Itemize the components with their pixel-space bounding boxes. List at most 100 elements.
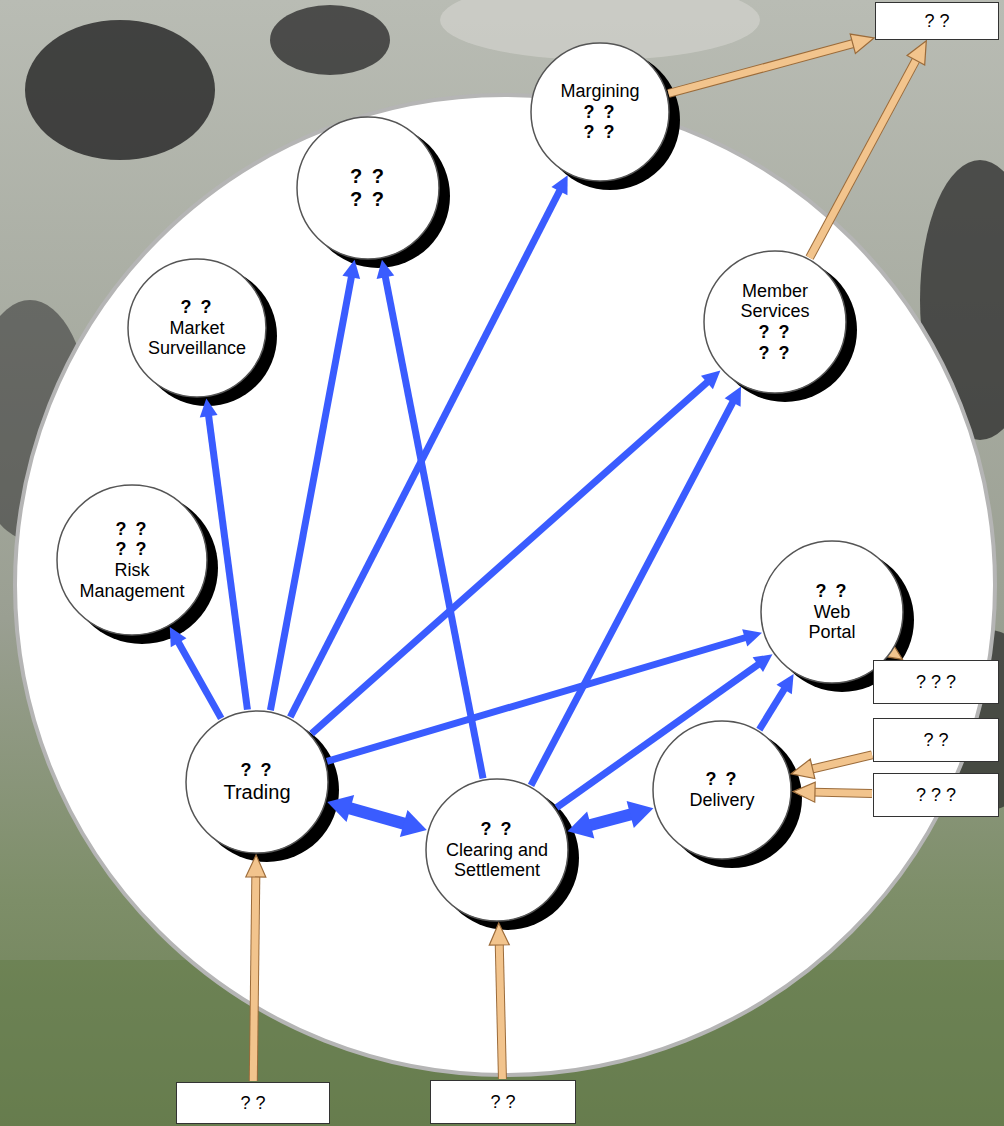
data-flow-arrow bbox=[377, 260, 483, 779]
external-arrow bbox=[246, 855, 266, 1081]
text-group: ? ?Delivery bbox=[689, 769, 754, 810]
arrow-shaft bbox=[669, 43, 855, 93]
process-circle: ? ?Clearing and Settlement bbox=[425, 778, 569, 922]
node-label: ? ? bbox=[490, 1092, 515, 1113]
arrow-shaft bbox=[208, 414, 247, 709]
text-group: ? ? bbox=[490, 1092, 515, 1113]
arrow-head bbox=[327, 795, 354, 822]
arrow-shaft bbox=[348, 808, 405, 824]
node-label: ? ? bbox=[76, 539, 188, 560]
data-flow-arrow bbox=[327, 795, 427, 837]
node-label: Trading bbox=[223, 781, 290, 804]
arrow-head bbox=[342, 260, 360, 279]
node-label: ? ? bbox=[923, 730, 948, 751]
node-label: ? ? ? bbox=[916, 785, 956, 806]
node-label: Member Services bbox=[735, 281, 815, 322]
process-box: ? ? bbox=[873, 718, 999, 762]
arrow-head bbox=[377, 260, 395, 279]
node-label: ? ? bbox=[350, 165, 386, 188]
arrow-head bbox=[200, 398, 218, 417]
arrow-shaft bbox=[759, 688, 785, 730]
arrow-outline bbox=[811, 755, 872, 769]
node-label: ? ? bbox=[240, 1093, 265, 1114]
process-box: ? ? bbox=[875, 2, 999, 40]
arrow-shaft bbox=[385, 275, 483, 778]
arrow-shaft bbox=[589, 814, 632, 826]
node-label: ? ? bbox=[76, 519, 188, 540]
node-label: ? ? bbox=[924, 11, 949, 32]
text-group: ? ? bbox=[240, 1093, 265, 1114]
arrow-shaft bbox=[811, 755, 872, 769]
process-box: ? ? ? bbox=[873, 773, 999, 817]
arrow-shaft bbox=[253, 875, 256, 1081]
node-label: Risk Management bbox=[76, 560, 188, 601]
text-group: ? ? ? bbox=[916, 672, 956, 693]
arrow-head bbox=[791, 759, 815, 778]
arrow-outline bbox=[669, 43, 855, 93]
arrow-shaft bbox=[270, 275, 351, 710]
arrow-head bbox=[400, 810, 427, 837]
node-label: ? ? bbox=[144, 297, 250, 318]
arrow-shaft bbox=[290, 189, 560, 717]
text-group: Member Services? ?? ? bbox=[735, 281, 815, 364]
data-flow-arrow bbox=[568, 801, 654, 839]
arrow-head bbox=[627, 801, 654, 828]
circle-shape bbox=[531, 43, 669, 181]
arrow-head bbox=[246, 855, 266, 877]
circle-shape bbox=[186, 711, 328, 853]
circle-shape bbox=[653, 721, 791, 859]
arrow-head bbox=[753, 654, 773, 672]
node-label: Clearing and Settlement bbox=[440, 840, 554, 881]
arrow-head bbox=[777, 674, 794, 694]
arrow-outline bbox=[810, 58, 917, 257]
arrow-shaft bbox=[499, 943, 502, 1079]
external-arrow bbox=[669, 34, 874, 93]
arrow-shaft bbox=[178, 641, 222, 718]
process-box: ? ? bbox=[430, 1080, 576, 1124]
arrow-head bbox=[170, 627, 187, 647]
text-group: ? ? bbox=[923, 730, 948, 751]
circle-shape bbox=[57, 485, 207, 635]
process-circle: ? ?Market Surveillance bbox=[127, 258, 267, 398]
node-label: ? ? bbox=[735, 322, 815, 343]
arrow-shaft bbox=[810, 58, 917, 257]
text-group: ? ? bbox=[924, 11, 949, 32]
arrow-head bbox=[701, 370, 720, 389]
arrow-head bbox=[725, 387, 741, 407]
process-circle: Member Services? ?? ? bbox=[703, 250, 847, 394]
circle-shape bbox=[704, 251, 846, 393]
data-flow-arrow bbox=[290, 175, 567, 717]
arrow-head bbox=[489, 923, 509, 945]
node-label: ? ? bbox=[560, 102, 639, 123]
process-box: ? ? ? bbox=[873, 660, 999, 704]
circle-shape bbox=[297, 117, 439, 259]
node-label: Delivery bbox=[689, 790, 754, 811]
data-flow-arrow bbox=[270, 260, 360, 710]
data-flow-arrow bbox=[759, 674, 793, 730]
arrow-outline bbox=[253, 875, 256, 1081]
text-group: ? ?Market Surveillance bbox=[144, 297, 250, 359]
arrow-outline bbox=[813, 792, 872, 793]
arrow-head bbox=[850, 34, 874, 53]
text-group: ? ?? ?Risk Management bbox=[76, 519, 188, 602]
external-arrow bbox=[810, 41, 927, 258]
arrow-head bbox=[568, 811, 595, 838]
node-label: Margining bbox=[560, 81, 639, 102]
process-circle: ? ?Trading bbox=[185, 710, 329, 854]
process-circle: ? ?? ? bbox=[296, 116, 440, 260]
node-label: ? ? bbox=[689, 769, 754, 790]
external-arrow bbox=[791, 755, 872, 779]
process-circle: ? ?? ?Risk Management bbox=[56, 484, 208, 636]
process-box: ? ? bbox=[176, 1082, 330, 1124]
data-flow-arrow bbox=[170, 627, 221, 718]
arrow-head bbox=[551, 175, 567, 195]
external-arrow bbox=[489, 923, 509, 1079]
process-circle: ? ?Delivery bbox=[652, 720, 792, 860]
text-group: ? ?Clearing and Settlement bbox=[440, 819, 554, 881]
text-group: ? ? ? bbox=[916, 785, 956, 806]
text-group: ? ?Web Portal bbox=[802, 581, 862, 643]
node-label: Market Surveillance bbox=[144, 318, 250, 359]
node-label: ? ? ? bbox=[916, 672, 956, 693]
text-group: Margining? ?? ? bbox=[560, 81, 639, 143]
